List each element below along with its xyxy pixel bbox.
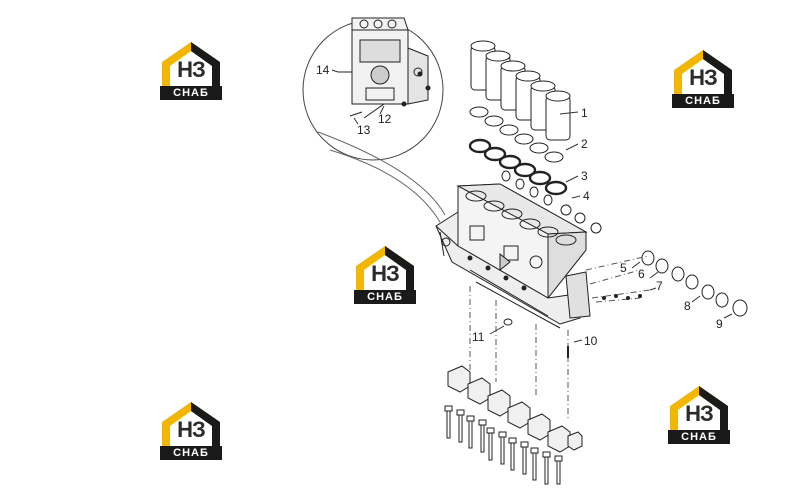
callout-9: 9 [716,317,723,331]
logo-letters: НЗ [371,261,400,286]
seal-ring-icon [468,138,568,196]
watermark-logo: НЗ СНАБ [668,384,730,444]
logo-plate: СНАБ [160,446,222,460]
callout-8: 8 [684,299,691,313]
watermark-logo: НЗ СНАБ [160,40,222,100]
inset-leader-2 [329,149,441,223]
watermark-logo: НЗ СНАБ [354,244,416,304]
engine-block-icon [435,183,591,329]
house-logo-icon [162,402,220,446]
expansion-plug-icon [641,250,748,317]
logo-plate: СНАБ [672,94,734,108]
cylinder-liner-icon [470,40,571,141]
callout-5: 5 [620,261,627,275]
logo-plate: СНАБ [354,290,416,304]
house-logo-icon [674,50,732,94]
callout-labels: 1 2 3 4 5 6 7 8 9 10 11 12 13 14 [316,63,723,348]
watermark-logo: НЗ СНАБ [160,400,222,460]
main-bearing-cap-icon [447,365,583,453]
logo-plate: СНАБ [160,86,222,100]
callout-10: 10 [584,334,598,348]
logo-letters: НЗ [689,65,718,90]
callout-leaders [331,69,733,343]
callout-2: 2 [581,137,588,151]
pin-icon [349,111,363,117]
logo-letters: НЗ [177,417,206,442]
washer-dots [602,294,642,300]
inset-block-icon [351,17,429,105]
callout-6: 6 [638,267,645,281]
logo-plate: СНАБ [668,430,730,444]
leader-lines [469,255,651,420]
logo-letters: НЗ [685,401,714,426]
detail-inset [302,17,446,223]
callout-4: 4 [583,189,590,203]
house-logo-icon [356,246,414,290]
plug-icon [501,170,602,234]
callout-1: 1 [581,106,588,120]
house-logo-icon [670,386,728,430]
inset-leader [317,131,446,216]
watermark-logo: НЗ СНАБ [672,48,734,108]
callout-7: 7 [656,279,663,293]
callout-12: 12 [378,112,392,126]
bolt-icon [444,405,563,485]
callout-11: 11 [472,330,485,344]
callout-3: 3 [581,169,588,183]
house-logo-icon [162,42,220,86]
logo-letters: НЗ [177,57,206,82]
o-ring-icon [469,106,564,163]
callout-14: 14 [316,63,330,77]
callout-13: 13 [357,123,371,137]
drain-plug-icon [503,318,513,326]
